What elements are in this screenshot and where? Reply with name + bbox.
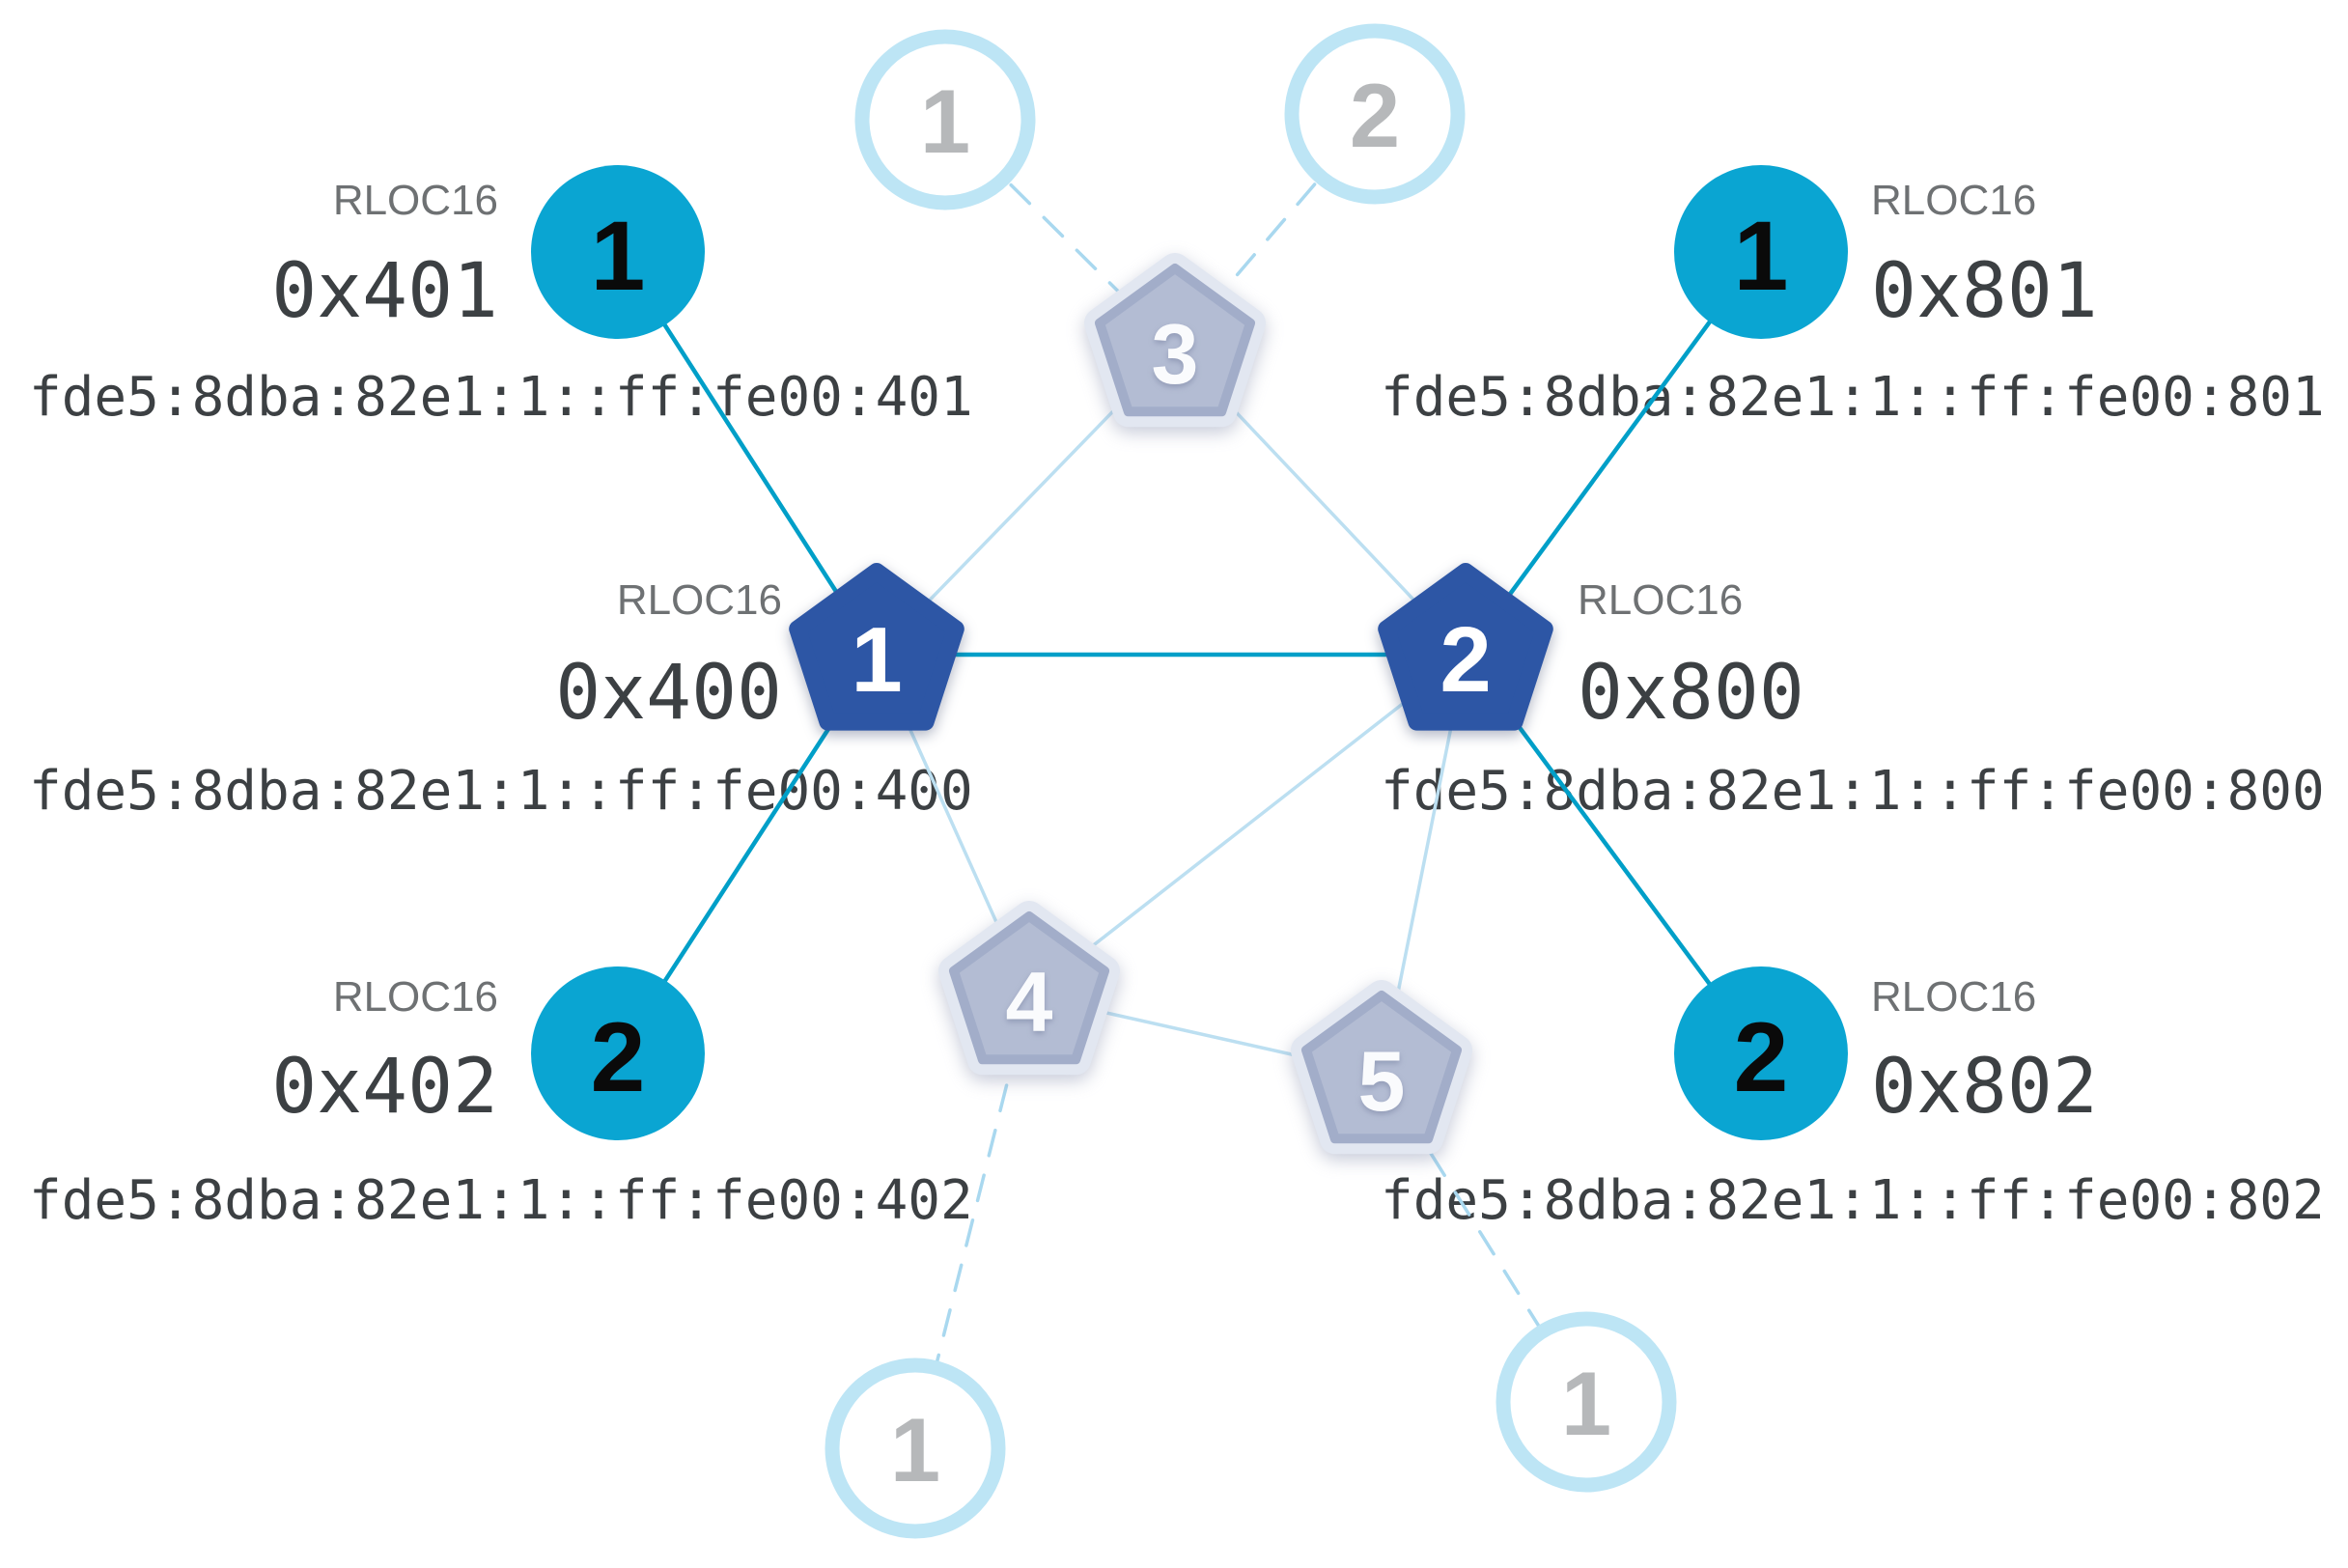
node-number: 2 [1350,65,1400,166]
node-number: 1 [920,70,970,172]
node-number: 4 [1006,954,1053,1050]
rloc16-caption: RLOC16 [1578,576,1743,624]
ipv6-address: fde5:8dba:82e1:1::ff:fe00:401 [29,366,973,429]
node-child-1-of-router-2: 1 [1674,165,1848,339]
node-child-1-of-router-1: 1 [531,165,705,339]
labels-child-2-of-router-1: RLOC16 0x402 fde5:8dba:82e1:1::ff:fe00:4… [29,973,973,1232]
rloc16-value: 0x401 [271,248,498,335]
labels-child-1-of-router-1: RLOC16 0x401 fde5:8dba:82e1:1::ff:fe00:4… [29,177,973,429]
node-router-3: 3 [1084,253,1266,428]
ipv6-address: fde5:8dba:82e1:1::ff:fe00:402 [29,1169,973,1232]
node-child-2-of-router-1: 2 [531,966,705,1140]
inactive-child-circle [854,29,1036,210]
router-pentagon [1095,264,1255,417]
node-number: 2 [591,1002,646,1112]
ipv6-address: fde5:8dba:82e1:1::ff:fe00:400 [29,760,973,823]
inactive-child-circle [1495,1311,1677,1493]
child-circle [531,165,705,339]
node-router-4: 4 [938,901,1120,1076]
rloc16-value: 0x801 [1871,248,2098,335]
node-number: 5 [1358,1033,1406,1129]
ipv6-address: fde5:8dba:82e1:1::ff:fe00:802 [1381,1169,2325,1232]
node-number: 1 [1734,201,1789,311]
node-number: 1 [890,1399,940,1500]
node-number: 1 [1561,1353,1611,1454]
node-child-2-of-router-2: 2 [1674,966,1848,1140]
node-router-1: 1 [789,563,964,731]
rloc16-value: 0x400 [555,650,782,737]
node-number: 2 [1734,1002,1789,1112]
rloc16-value: 0x402 [271,1044,498,1131]
ipv6-address: fde5:8dba:82e1:1::ff:fe00:800 [1381,760,2325,823]
node-number: 2 [1440,608,1491,712]
node-router-5: 5 [1291,980,1472,1155]
rloc16-value: 0x800 [1578,650,1804,737]
node-inactive-child-top-2: 2 [1284,23,1466,205]
rloc16-caption: RLOC16 [617,576,782,624]
rloc16-caption: RLOC16 [333,177,498,224]
node-router-2: 2 [1378,563,1553,731]
labels-router-2: RLOC16 0x800 fde5:8dba:82e1:1::ff:fe00:8… [1381,576,2325,823]
labels-child-1-of-router-2: RLOC16 0x801 fde5:8dba:82e1:1::ff:fe00:8… [1381,177,2325,429]
rloc16-caption: RLOC16 [333,973,498,1021]
child-circle [1674,165,1848,339]
link-router2-router4 [1027,653,1468,997]
child-circle [1674,966,1848,1140]
labels-child-2-of-router-2: RLOC16 0x802 fde5:8dba:82e1:1::ff:fe00:8… [1381,973,2325,1232]
router-pentagon [789,563,964,731]
node-inactive-child-bottom-left: 1 [825,1358,1006,1539]
node-number: 1 [591,201,646,311]
inactive-child-circle [1284,23,1466,205]
node-inactive-child-top-1: 1 [854,29,1036,210]
inactive-child-circle [825,1358,1006,1539]
router-pentagon [1301,991,1462,1144]
rloc16-value: 0x802 [1871,1044,2098,1131]
node-inactive-child-bottom-right: 1 [1495,1311,1677,1493]
rloc16-caption: RLOC16 [1871,177,2036,224]
child-circle [531,966,705,1140]
rloc16-caption: RLOC16 [1871,973,2036,1021]
ipv6-address: fde5:8dba:82e1:1::ff:fe00:801 [1381,366,2325,429]
router-pentagon [949,911,1109,1065]
router-pentagon [1378,563,1553,731]
node-number: 1 [851,608,902,712]
labels-router-1: RLOC16 0x400 fde5:8dba:82e1:1::ff:fe00:4… [29,576,973,823]
node-number: 3 [1152,306,1199,402]
